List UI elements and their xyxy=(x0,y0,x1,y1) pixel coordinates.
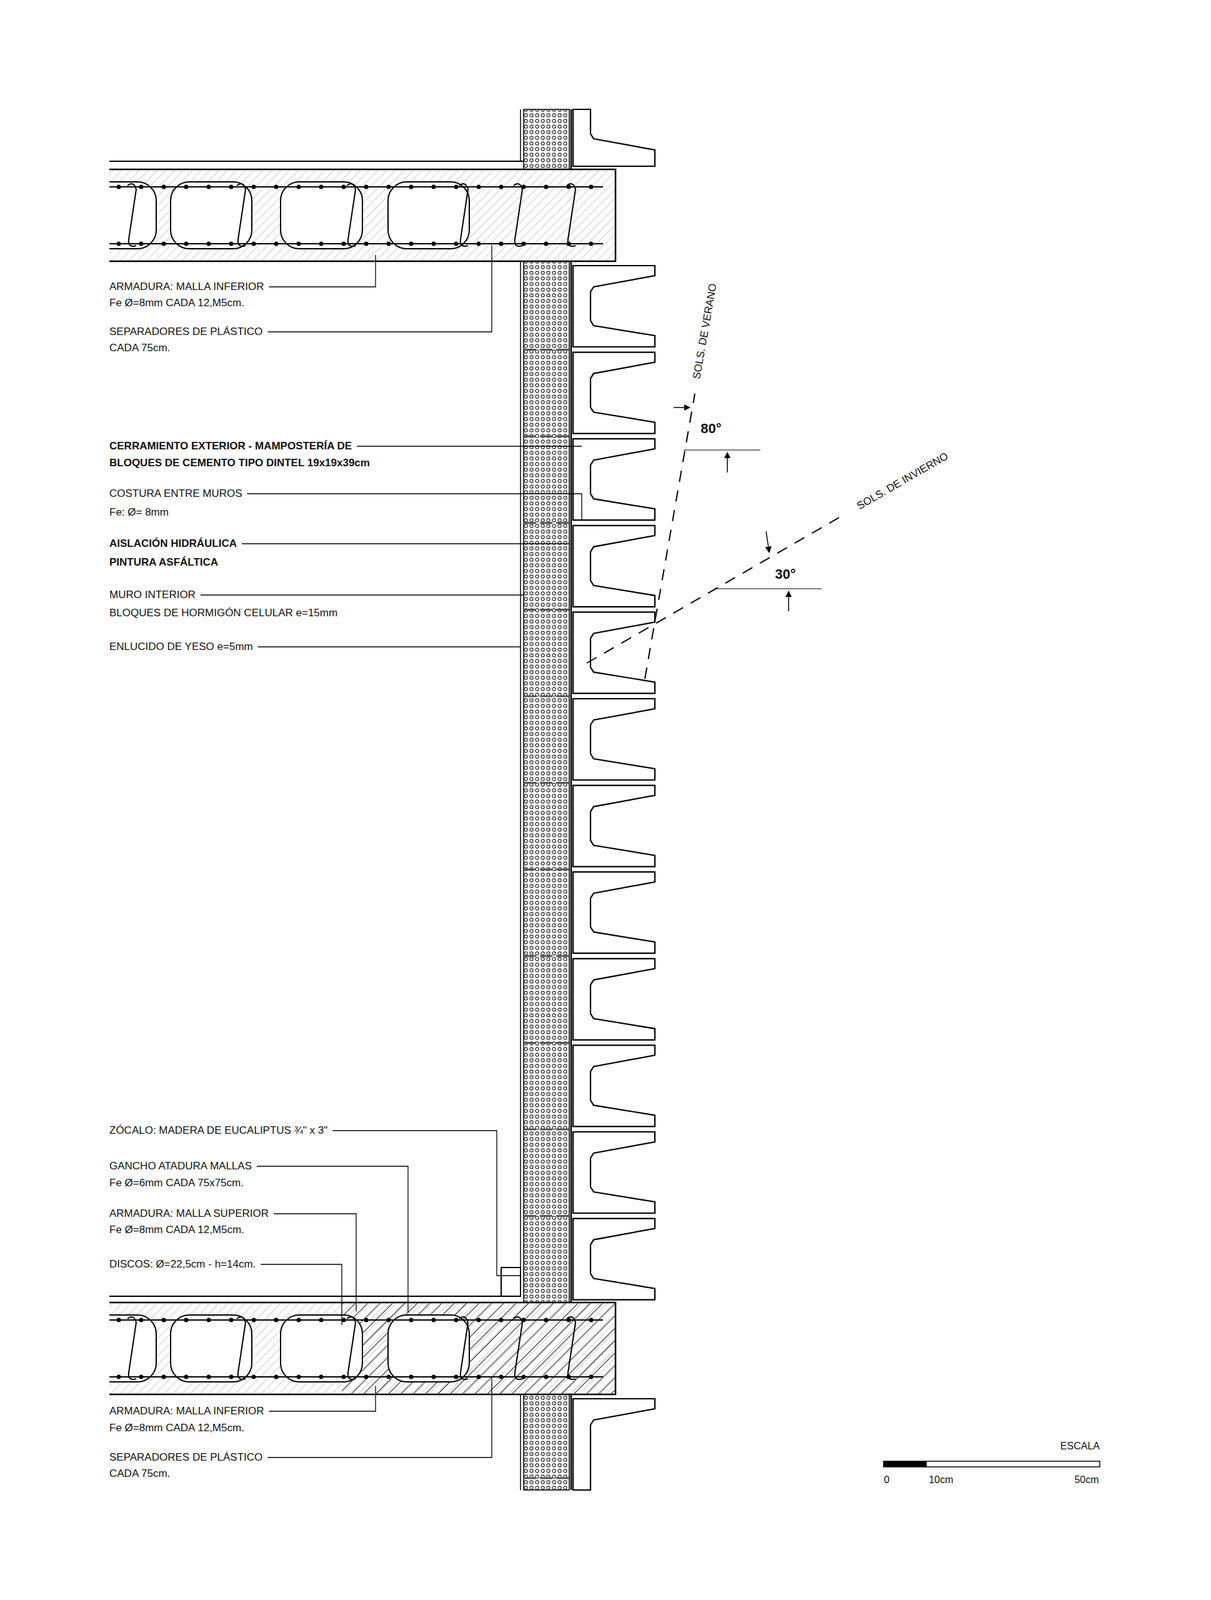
plaster-line xyxy=(519,109,522,1490)
leader-line xyxy=(267,244,492,332)
callout-text: Fe: Ø= 8mm xyxy=(109,506,169,519)
scale-label: ESCALA xyxy=(1060,1439,1100,1452)
callout-text: Fe Ø=8mm CADA 12,M5cm. xyxy=(109,1223,245,1236)
scale-label: 10cm xyxy=(928,1473,953,1486)
leader-line xyxy=(269,254,377,287)
floor-finish xyxy=(109,161,524,1296)
leader-line xyxy=(332,1130,521,1276)
callout-text: GANCHO ATADURA MALLAS xyxy=(109,1159,252,1173)
scale-label: 50cm xyxy=(1074,1473,1099,1486)
leader-line xyxy=(356,445,582,447)
leader-line xyxy=(247,493,582,521)
leader-line xyxy=(260,1264,342,1325)
leader-line xyxy=(256,1166,409,1313)
callout-text: BLOQUES DE HORMIGÓN CELULAR e=15mm xyxy=(109,606,338,620)
top-slab xyxy=(87,169,616,262)
leader-line xyxy=(241,543,570,544)
callout-text: ARMADURA: MALLA INFERIOR xyxy=(109,280,265,294)
callout-text: SEPARADORES DE PLÁSTICO xyxy=(109,1450,263,1464)
exterior-blocks xyxy=(573,109,655,1490)
callout-text: PINTURA ASFÁLTICA xyxy=(109,556,219,569)
leader-line xyxy=(273,1213,357,1311)
asphalt-layer xyxy=(570,109,573,1490)
angle-value: 30° xyxy=(774,566,796,583)
scale-bar xyxy=(883,1460,1100,1467)
callout-text: ARMADURA: MALLA SUPERIOR xyxy=(109,1207,269,1220)
sun-angle-label: SOLS. DE INVIERNO xyxy=(854,449,951,513)
interior-wall xyxy=(520,109,572,1490)
callout-text: DISCOS: Ø=22,5cm - h=14cm. xyxy=(109,1257,256,1271)
callout-text: BLOQUES DE CEMENTO TIPO DINTEL 19x19x39c… xyxy=(109,456,370,470)
bottom-slab xyxy=(87,1302,616,1395)
leader-line xyxy=(258,646,521,647)
callout-text: ARMADURA: MALLA INFERIOR xyxy=(109,1404,265,1418)
callout-text: ENLUCIDO DE YESO e=5mm xyxy=(109,640,254,653)
leader-line xyxy=(269,1385,377,1411)
callout-text: AISLACIÓN HIDRÁULICA xyxy=(109,537,237,550)
angle-value: 80° xyxy=(700,420,722,437)
callout-text: MURO INTERIOR xyxy=(109,588,196,602)
leader-line xyxy=(200,594,524,595)
callout-text: Fe Ø=6mm CADA 75x75cm. xyxy=(109,1176,244,1190)
sun-angle-label: SOLS. DE VERANO xyxy=(690,282,720,380)
baseboard xyxy=(501,1267,521,1296)
callout-text: CERRAMIENTO EXTERIOR - MAMPOSTERÍA DE xyxy=(109,439,352,453)
callout-text: SEPARADORES DE PLÁSTICO xyxy=(109,325,263,339)
sun-lines xyxy=(586,393,844,679)
callout-text: Fe Ø=8mm CADA 12,M5cm. xyxy=(109,1421,245,1435)
callout-text: CADA 75cm. xyxy=(109,341,170,355)
callout-text: COSTURA ENTRE MUROS xyxy=(109,487,243,500)
callout-text: ZÓCALO: MADERA DE EUCALIPTUS ¾" x 3" xyxy=(109,1124,328,1137)
leader-line xyxy=(267,1377,492,1458)
callout-text: CADA 75cm. xyxy=(109,1467,170,1480)
callout-text: Fe Ø=8mm CADA 12,M5cm. xyxy=(109,296,245,310)
scale-label: 0 xyxy=(884,1473,890,1486)
